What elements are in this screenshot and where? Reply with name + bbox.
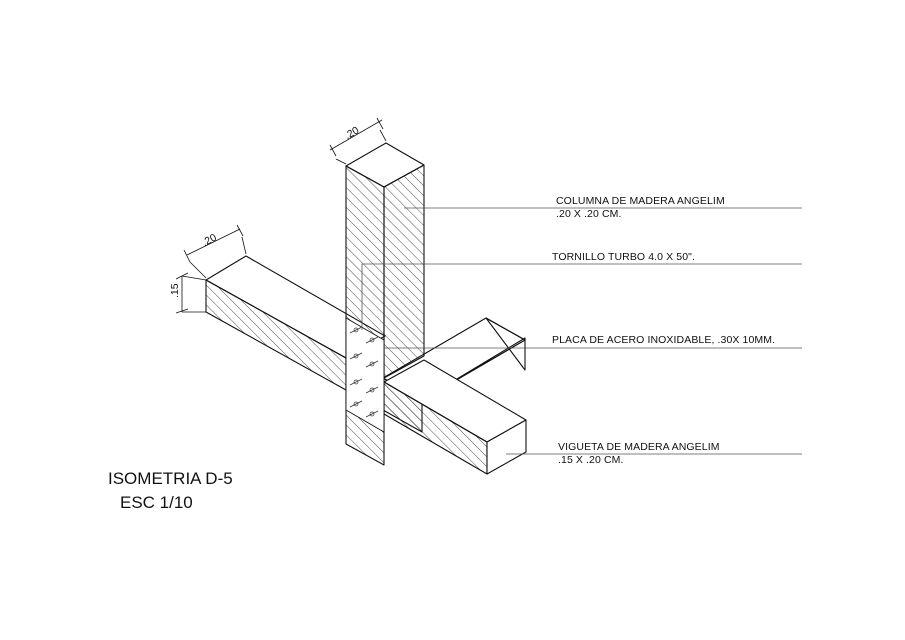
drawing-title: ISOMETRIA D-5: [108, 469, 233, 488]
label-columna: COLUMNA DE MADERA ANGELIM .20 X .20 CM.: [556, 195, 725, 221]
leader-lines: [361, 207, 802, 455]
label-vigueta: VIGUETA DE MADERA ANGELIM .15 X .20 CM.: [558, 441, 720, 467]
dimension-lines: [175, 117, 387, 314]
dim-column-width: .20: [343, 124, 362, 142]
lower-right-beam: [383, 359, 527, 475]
drawing-scale: ESC 1/10: [120, 493, 193, 512]
dim-beam-width: .20: [200, 232, 219, 250]
label-placa-line1: PLACA DE ACERO INOXIDABLE, .30X 10MM.: [552, 334, 776, 346]
label-tornillo: TORNILLO TURBO 4.0 X 50".: [552, 251, 695, 264]
leader-tornillo: [361, 263, 802, 330]
label-columna-line1: COLUMNA DE MADERA ANGELIM: [556, 195, 725, 207]
label-columna-line2: .20 X .20 CM.: [556, 208, 622, 220]
dim-beam-height: .15: [169, 283, 181, 298]
label-vigueta-line2: .15 X .20 CM.: [558, 454, 624, 466]
screws: [349, 326, 379, 418]
label-tornillo-line1: TORNILLO TURBO 4.0 X 50".: [552, 251, 695, 263]
label-placa: PLACA DE ACERO INOXIDABLE, .30X 10MM.: [552, 334, 775, 347]
label-vigueta-line1: VIGUETA DE MADERA ANGELIM: [558, 441, 720, 453]
